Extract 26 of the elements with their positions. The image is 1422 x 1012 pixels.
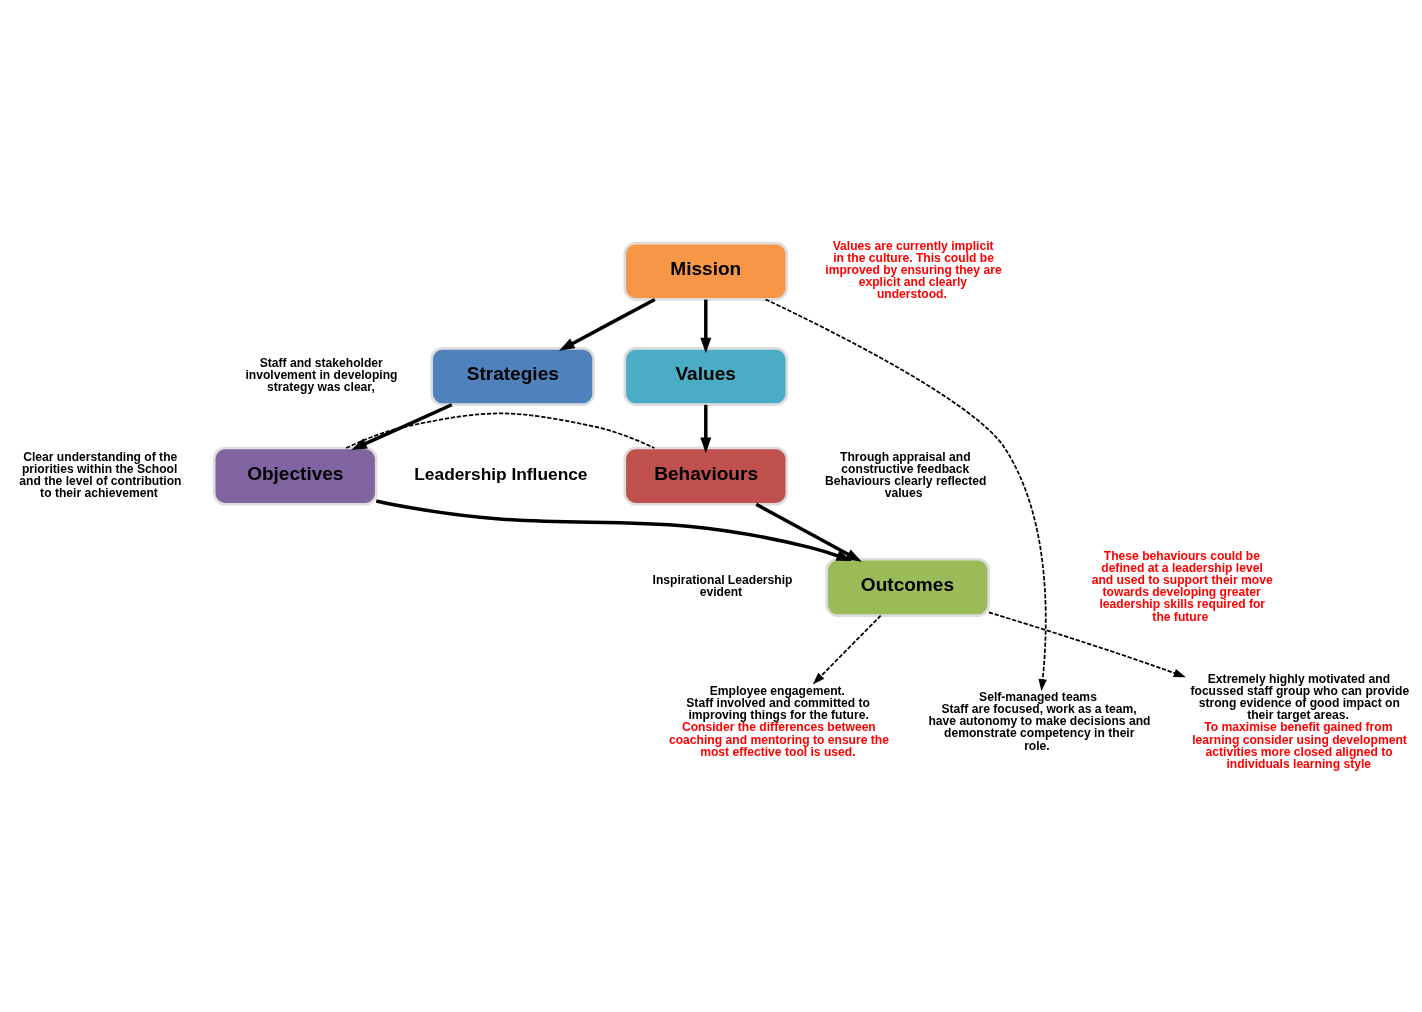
arrow (351, 403, 453, 450)
node-box: Objectives (212, 446, 378, 506)
label: These behaviours could be defined at a leadership level and used to support their move towards developing greater leadership skills required for the future (1091, 548, 1273, 624)
arrow (812, 614, 882, 685)
label: Leadership Influence (414, 463, 588, 484)
label: Through appraisal and constructive feedback Behaviours clearly reflected values (824, 449, 987, 501)
arrow (988, 611, 1186, 678)
node-text: Employee engagement. Staff involved and committed to improving things for the future. Consider the differences between coaching and mentoring to ensure the most effective tool is used. (668, 684, 889, 759)
label: Clear understanding of the priorities within the School and the level of contribution to their achievement (19, 449, 182, 501)
node-box: Values (623, 347, 789, 406)
node-text: Extremely highly motivated and focussed staff group who can provide strong evidence of good impact on their target areas. To maximise benefit gained from learning consider using development activities more closed aligned to individuals learning style (1190, 671, 1410, 771)
node-box: Outcomes (825, 557, 990, 617)
arrow (700, 404, 712, 454)
node-box: Mission (623, 241, 789, 301)
label: Staff and stakeholder involvement in developing strategy was clear, (245, 356, 398, 395)
label: Inspirational Leadership evident (652, 573, 793, 600)
node-text: Self-managed teams Staff are focused, work as a team, have autonomy to make decisions and demonstrate competency in their role. (928, 690, 1151, 753)
node-box: Strategies (430, 347, 595, 406)
arrow (700, 299, 712, 354)
arrow (375, 499, 853, 562)
connector (345, 412, 656, 449)
arrow (755, 502, 862, 562)
label: Values are currently implicit in the culture. This could be improved by ensuring they are explicit and clearly understood. (825, 238, 1002, 302)
arrow (764, 298, 1047, 692)
arrow (558, 297, 656, 351)
node-box: Behaviours (623, 446, 789, 506)
